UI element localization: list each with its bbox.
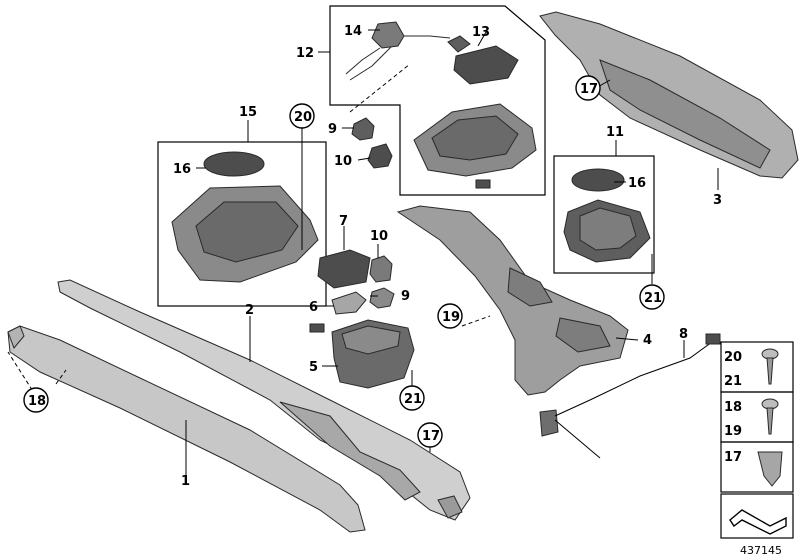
legend-label-21: 21 — [724, 374, 742, 389]
part-13-tray — [453, 45, 519, 85]
label-15: 15 — [239, 105, 257, 120]
part-12-connector — [475, 179, 491, 189]
part-14-cable-2 — [345, 47, 381, 75]
label-9-lower: 9 — [401, 289, 410, 304]
label-8: 8 — [679, 327, 688, 342]
part-9-socket-lower — [369, 287, 395, 309]
screw-shank-row2 — [766, 407, 774, 435]
part-16-cover-right — [571, 168, 625, 192]
label-21-right: 21 — [644, 291, 662, 306]
part-9-socket-upper — [351, 117, 375, 141]
leader-lines — [7, 29, 719, 478]
part-8-plug — [705, 333, 721, 345]
label-16-right: 16 — [628, 176, 646, 191]
group-box-12 — [329, 5, 546, 196]
part-6-insert — [331, 291, 367, 315]
part-8-cable-tail — [554, 419, 601, 459]
circle-18 — [23, 387, 49, 413]
part-15-inner — [195, 201, 299, 263]
part-5-opening — [341, 325, 401, 355]
part-12-grid — [431, 115, 519, 161]
label-3: 3 — [713, 193, 722, 208]
legend-label-20: 20 — [724, 350, 742, 365]
part-4-cupholder — [555, 317, 611, 353]
circle-17-bottom — [417, 422, 443, 448]
part-5-clip — [309, 323, 325, 333]
circle-19 — [437, 303, 463, 329]
part-4-center-console — [396, 205, 629, 396]
label-10-upper: 10 — [334, 154, 352, 169]
part-1-edge — [7, 325, 25, 349]
part-11-inner — [579, 207, 637, 251]
label-20: 20 — [294, 110, 312, 125]
part-7-pocket — [317, 249, 371, 289]
label-10-lower: 10 — [370, 229, 388, 244]
label-7: 7 — [339, 214, 348, 229]
circle-21-lower — [399, 385, 425, 411]
label-18: 18 — [28, 394, 46, 409]
label-19: 19 — [442, 310, 460, 325]
circle-20 — [289, 103, 315, 129]
assembly-arrow-icon — [729, 509, 787, 535]
fastener-legend: 20 21 18 19 17 — [720, 341, 794, 539]
label-5: 5 — [309, 360, 318, 375]
part-2-inner — [279, 401, 421, 501]
part-3-underside — [599, 59, 771, 169]
circle-21-right — [639, 284, 665, 310]
screw-shank-row1 — [766, 357, 774, 385]
clip-icon — [757, 451, 783, 487]
part-13-clip — [447, 35, 471, 53]
part-10-socket-upper — [367, 143, 393, 169]
label-4: 4 — [643, 333, 652, 348]
legend-label-18: 18 — [724, 400, 742, 415]
label-9-upper: 9 — [328, 122, 337, 137]
label-21-lower: 21 — [404, 392, 422, 407]
label-16-left: 16 — [173, 162, 191, 177]
legend-row-3 — [720, 441, 794, 493]
circle-17-top — [575, 75, 601, 101]
label-13: 13 — [472, 25, 490, 40]
part-4-mount — [539, 409, 559, 437]
label-1: 1 — [181, 474, 190, 489]
legend-row-4 — [720, 493, 794, 539]
part-8-cable — [554, 341, 713, 417]
part-4-tray — [507, 267, 553, 307]
label-17-top: 17 — [580, 82, 598, 97]
label-2: 2 — [245, 303, 254, 318]
label-12: 12 — [296, 46, 314, 61]
part-10-socket-lower — [369, 255, 393, 283]
part-16-cover-left — [203, 151, 265, 177]
legend-label-19: 19 — [724, 424, 742, 439]
group-box-15 — [157, 141, 327, 307]
label-17-bottom: 17 — [422, 429, 440, 444]
legend-label-17: 17 — [724, 450, 742, 465]
group-box-11 — [553, 155, 655, 274]
label-11: 11 — [606, 125, 624, 140]
label-6: 6 — [309, 300, 318, 315]
reference-number: 437145 — [740, 544, 782, 557]
part-14-socket — [371, 21, 405, 49]
part-2-clip — [437, 495, 463, 519]
label-14: 14 — [344, 24, 362, 39]
